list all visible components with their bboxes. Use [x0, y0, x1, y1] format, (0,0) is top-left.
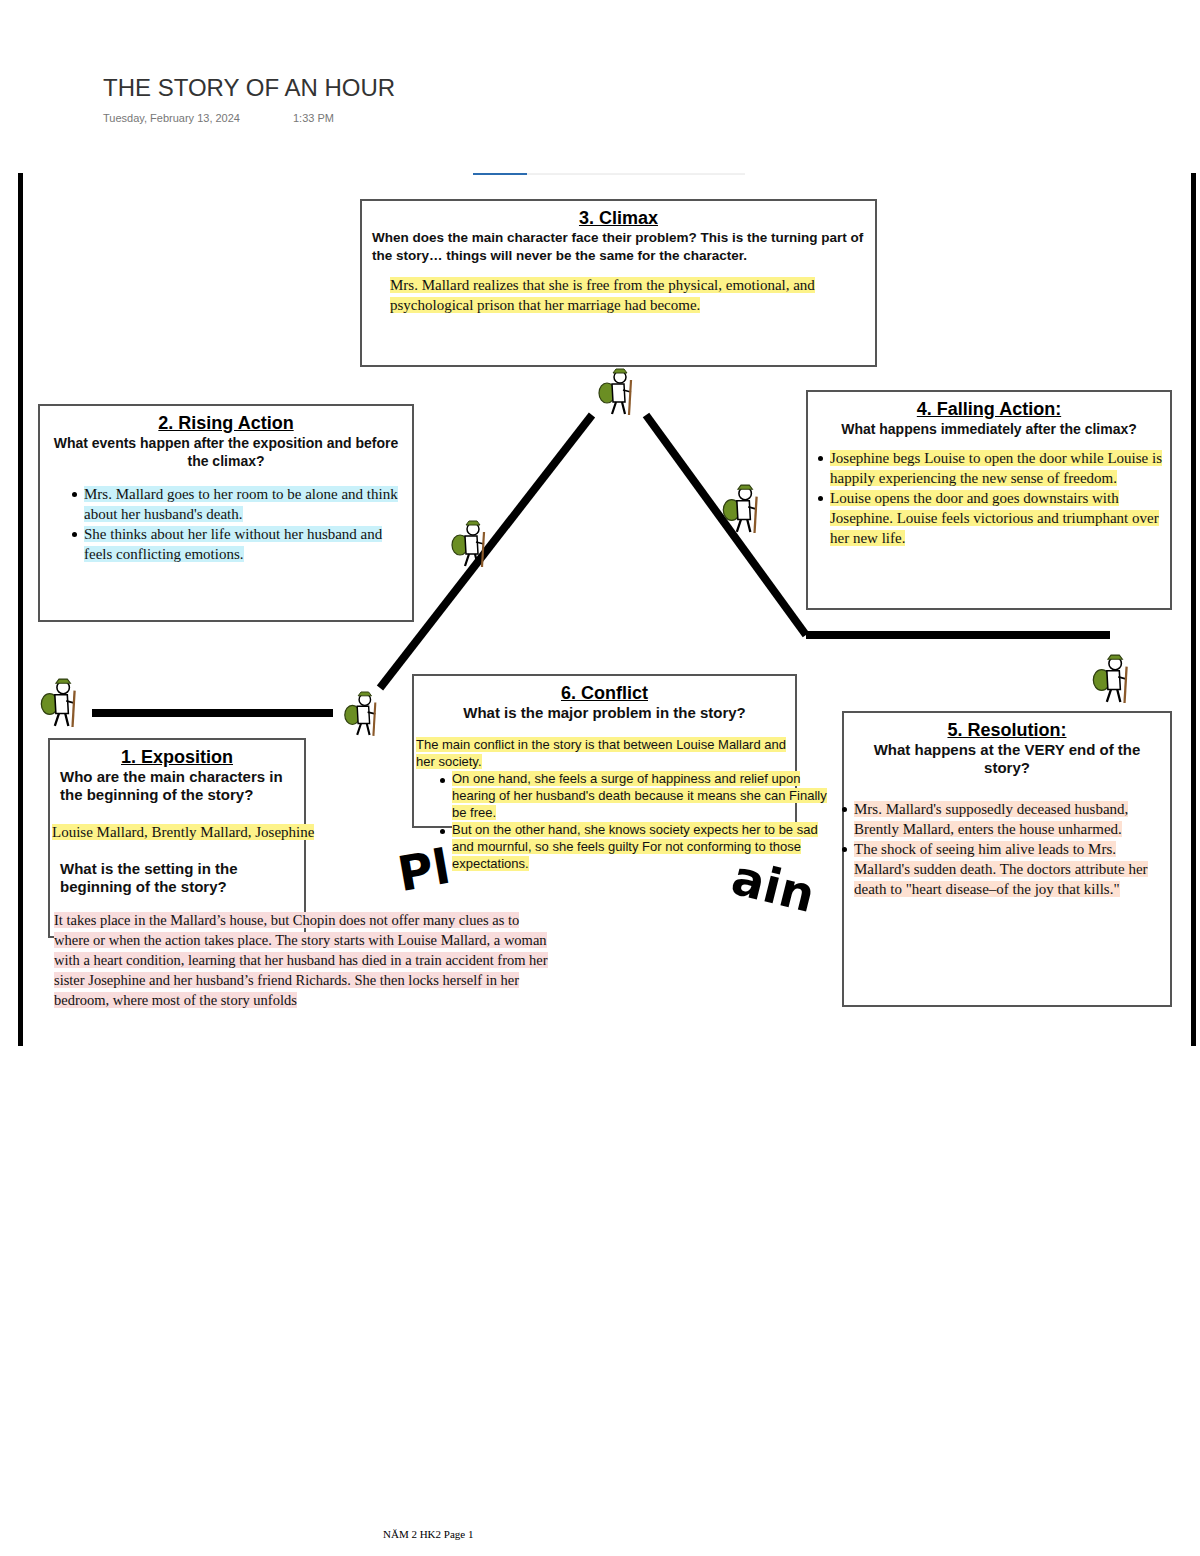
bullet-text: She thinks about her life without her hu…	[84, 526, 382, 562]
answer-text: Louise Mallard, Brently Mallard, Josephi…	[52, 824, 314, 840]
bullet-text: Louise opens the door and goes downstair…	[830, 490, 1159, 546]
text-row: But on the other hand, she knows society…	[436, 821, 827, 872]
page-title: THE STORY OF AN HOUR	[103, 74, 395, 102]
text-row: The shock of seeing him alive leads to M…	[838, 839, 1162, 899]
box-question: Who are the main characters in the begin…	[60, 768, 283, 803]
bullet-text: But on the other hand, she knows society…	[452, 822, 818, 871]
bullet-text: On one hand, she feels a surge of happin…	[452, 771, 827, 820]
text-row: What events happen after the exposition …	[50, 434, 402, 470]
bullet-dot	[818, 496, 823, 501]
text-row: She thinks about her life without her hu…	[68, 524, 402, 564]
bullet-dot	[440, 829, 445, 834]
bullet-text: Josephine begs Louise to open the door w…	[830, 450, 1162, 486]
bullet-dot	[440, 778, 445, 783]
plot-box: 2. Rising ActionWhat events happen after…	[38, 404, 414, 622]
box-heading: 3. Climax	[579, 208, 658, 228]
page-footer: NĂM 2 HK2 Page 1	[383, 1528, 473, 1540]
bullet-dot	[72, 532, 77, 537]
bullet-text: Mrs. Mallard's supposedly deceased husba…	[854, 801, 1128, 837]
box-question: When does the main character face their …	[372, 230, 863, 263]
bullet-dot	[818, 456, 823, 461]
text-row: 5. Resolution:	[852, 719, 1162, 741]
text-row: 3. Climax	[372, 207, 865, 229]
text-row: It takes place in the Mallard’s house, b…	[54, 910, 550, 1010]
text-row: Louise opens the door and goes downstair…	[814, 488, 1164, 548]
text-row: What happens immediately after the clima…	[834, 420, 1144, 438]
box-heading: 6. Conflict	[561, 683, 648, 703]
text-row: Mrs. Mallard goes to her room to be alon…	[68, 484, 402, 524]
text-row: 1. Exposition	[60, 746, 294, 768]
text-row: On one hand, she feels a surge of happin…	[436, 770, 827, 821]
answer-text: Mrs. Mallard realizes that she is free f…	[390, 277, 815, 313]
box-heading: 2. Rising Action	[158, 413, 293, 433]
date-stamp: Tuesday, February 13, 2024	[103, 112, 240, 124]
text-row: What is the major problem in the story?	[416, 704, 793, 722]
bullet-dot	[72, 492, 77, 497]
box-heading: 5. Resolution:	[947, 720, 1066, 740]
text-row: What happens at the VERY end of the stor…	[852, 741, 1162, 777]
frame-bar	[1191, 173, 1196, 1046]
plot-box: 4. Falling Action: What happens immediate…	[806, 390, 1172, 610]
text-row: The main conflict in the story is that b…	[416, 736, 793, 770]
plot-box: 3. ClimaxWhen does the main character fa…	[360, 199, 877, 367]
watermark-text: Pl	[394, 838, 455, 902]
time-stamp: 1:33 PM	[293, 112, 334, 124]
box-question: What happens immediately after the clima…	[841, 421, 1137, 437]
answer-text: The main conflict in the story is that b…	[416, 737, 786, 769]
text-row: 4. Falling Action:	[814, 398, 1164, 420]
text-row: Louise Mallard, Brently Mallard, Josephi…	[52, 822, 412, 842]
text-row: Mrs. Mallard realizes that she is free f…	[390, 275, 845, 315]
bullet-dot	[842, 807, 847, 812]
header-rule	[473, 174, 745, 175]
text-row: What is the setting in the beginning of …	[60, 860, 294, 896]
text-row: Who are the main characters in the begin…	[60, 768, 294, 804]
box-question: What happens at the VERY end of the stor…	[874, 741, 1141, 776]
text-row: Mrs. Mallard's supposedly deceased husba…	[838, 799, 1162, 839]
bullet-dot	[842, 847, 847, 852]
text-row: When does the main character face their …	[372, 229, 865, 265]
box-question: What is the major problem in the story?	[463, 704, 746, 721]
plot-box: 5. Resolution:What happens at the VERY e…	[842, 711, 1172, 1007]
box-heading: 1. Exposition	[121, 747, 233, 767]
plot-box: 1. ExpositionWho are the main characters…	[48, 738, 306, 938]
text-row: 2. Rising Action	[50, 412, 402, 434]
text-row: 6. Conflict	[416, 682, 793, 704]
frame-bar	[18, 173, 23, 1046]
box-heading: 4. Falling Action:	[917, 399, 1061, 419]
answer-text: It takes place in the Mallard’s house, b…	[54, 912, 548, 1008]
plot-box: 6. ConflictWhat is the major problem in …	[412, 674, 797, 828]
box-question: What events happen after the exposition …	[54, 435, 399, 469]
bullet-text: Mrs. Mallard goes to her room to be alon…	[84, 486, 398, 522]
bullet-text: The shock of seeing him alive leads to M…	[854, 841, 1148, 897]
watermark-text: ain	[726, 849, 820, 923]
text-row: Josephine begs Louise to open the door w…	[814, 448, 1164, 488]
box-question: What is the setting in the beginning of …	[60, 860, 238, 895]
